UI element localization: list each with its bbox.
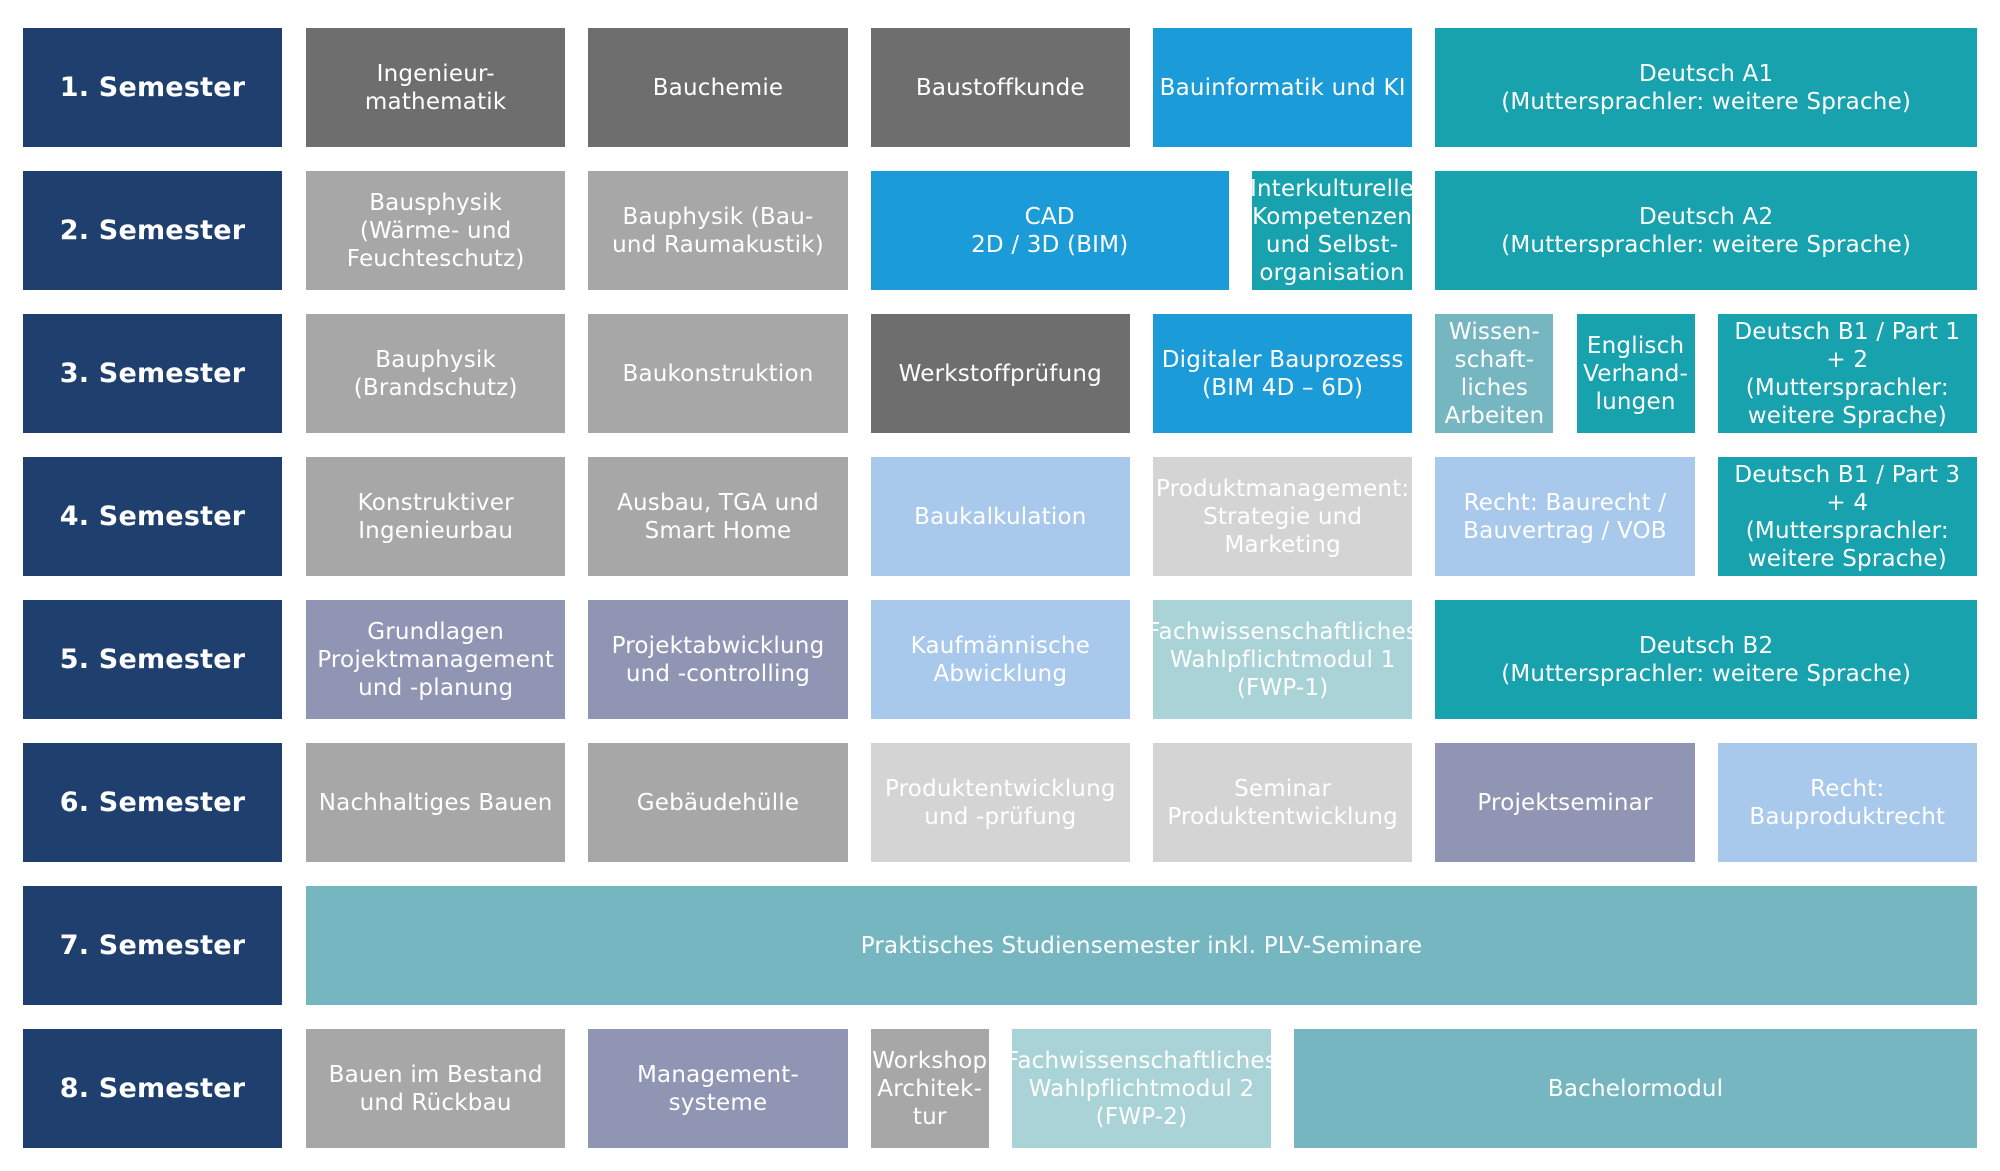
module-digitaler-bauprozess: Digitaler Bauprozess (BIM 4D – 6D) [1153,314,1413,433]
module-bauchemie: Bauchemie [588,28,848,147]
module-seminar-produktentwicklung: Seminar Produktentwicklung [1153,743,1413,862]
module-workshop-architektur: Workshop Architek- tur [870,1029,989,1148]
module-bauinformatik-und-ki: Bauinformatik und KI [1153,28,1413,147]
semester-label-5: 5. Semester [23,600,282,719]
module-praktisches-studiensemester: Praktisches Studiensemester inkl. PLV-Se… [306,886,1977,1005]
module-deutsch-b1-part-3-4: Deutsch B1 / Part 3 + 4 (Muttersprachler… [1717,457,1977,576]
module-bausphysik-waerme: Bausphysik (Wärme- und Feuchteschutz) [306,171,566,290]
module-fwp-2: Fachwissenschaftliches Wahlpflichtmodul … [1006,1029,1277,1148]
module-ausbau-tga-smart-home: Ausbau, TGA und Smart Home [588,457,848,576]
module-kaufmaennische-abwicklung: Kaufmännische Abwicklung [870,600,1130,719]
module-bauphysik-brandschutz: Bauphysik (Brandschutz) [306,314,566,433]
module-produktentwicklung: Produktentwicklung und -prüfung [870,743,1130,862]
module-baukonstruktion: Baukonstruktion [588,314,848,433]
module-deutsch-a2: Deutsch A2 (Muttersprachler: weitere Spr… [1435,171,1977,290]
module-gebaeudehuelle: Gebäudehülle [588,743,848,862]
module-recht-bauproduktrecht: Recht: Bauproduktrecht [1717,743,1977,862]
module-englisch-verhandlungen: Englisch Verhand- lungen [1576,314,1695,433]
module-deutsch-b1-part-1-2: Deutsch B1 / Part 1 + 2 (Muttersprachler… [1717,314,1977,433]
module-nachhaltiges-bauen: Nachhaltiges Bauen [306,743,566,862]
semester-label-7: 7. Semester [23,886,282,1005]
module-fwp-1: Fachwissenschaftliches Wahlpflichtmodul … [1147,600,1418,719]
module-grundlagen-projektmanagement: Grundlagen Projektmanagement und -planun… [306,600,566,719]
module-werkstoffpruefung: Werkstoffprüfung [870,314,1130,433]
module-konstruktiver-ingenieurbau: Konstruktiver Ingenieurbau [306,457,566,576]
semester-label-3: 3. Semester [23,314,282,433]
module-baukalkulation: Baukalkulation [870,457,1130,576]
module-bachelormodul: Bachelormodul [1294,1029,1977,1148]
module-bauphysik-akustik: Bauphysik (Bau- und Raumakustik) [588,171,848,290]
module-projektabwicklung: Projektabwicklung und -controlling [588,600,848,719]
module-recht-baurecht: Recht: Baurecht / Bauvertrag / VOB [1435,457,1695,576]
module-wissenschaftliches-arbeiten: Wissen- schaft- liches Arbeiten [1435,314,1554,433]
semester-label-1: 1. Semester [23,28,282,147]
module-baustoffkunde: Baustoffkunde [870,28,1130,147]
semester-label-2: 2. Semester [23,171,282,290]
semester-label-8: 8. Semester [23,1029,282,1148]
semester-label-4: 4. Semester [23,457,282,576]
module-cad: CAD 2D / 3D (BIM) [870,171,1229,290]
module-bauen-im-bestand: Bauen im Bestand und Rückbau [306,1029,566,1148]
module-interkulturelle-kompetenzen: Interkulturelle Kompetenzen und Selbst- … [1250,171,1414,290]
semester-label-6: 6. Semester [23,743,282,862]
module-deutsch-a1: Deutsch A1 (Muttersprachler: weitere Spr… [1435,28,1977,147]
module-managementsysteme: Management- systeme [588,1029,848,1148]
module-projektseminar: Projektseminar [1435,743,1695,862]
module-ingenieurmathematik: Ingenieur- mathematik [306,28,566,147]
module-produktmanagement: Produktmanagement: Strategie und Marketi… [1153,457,1413,576]
module-deutsch-b2: Deutsch B2 (Muttersprachler: weitere Spr… [1435,600,1977,719]
